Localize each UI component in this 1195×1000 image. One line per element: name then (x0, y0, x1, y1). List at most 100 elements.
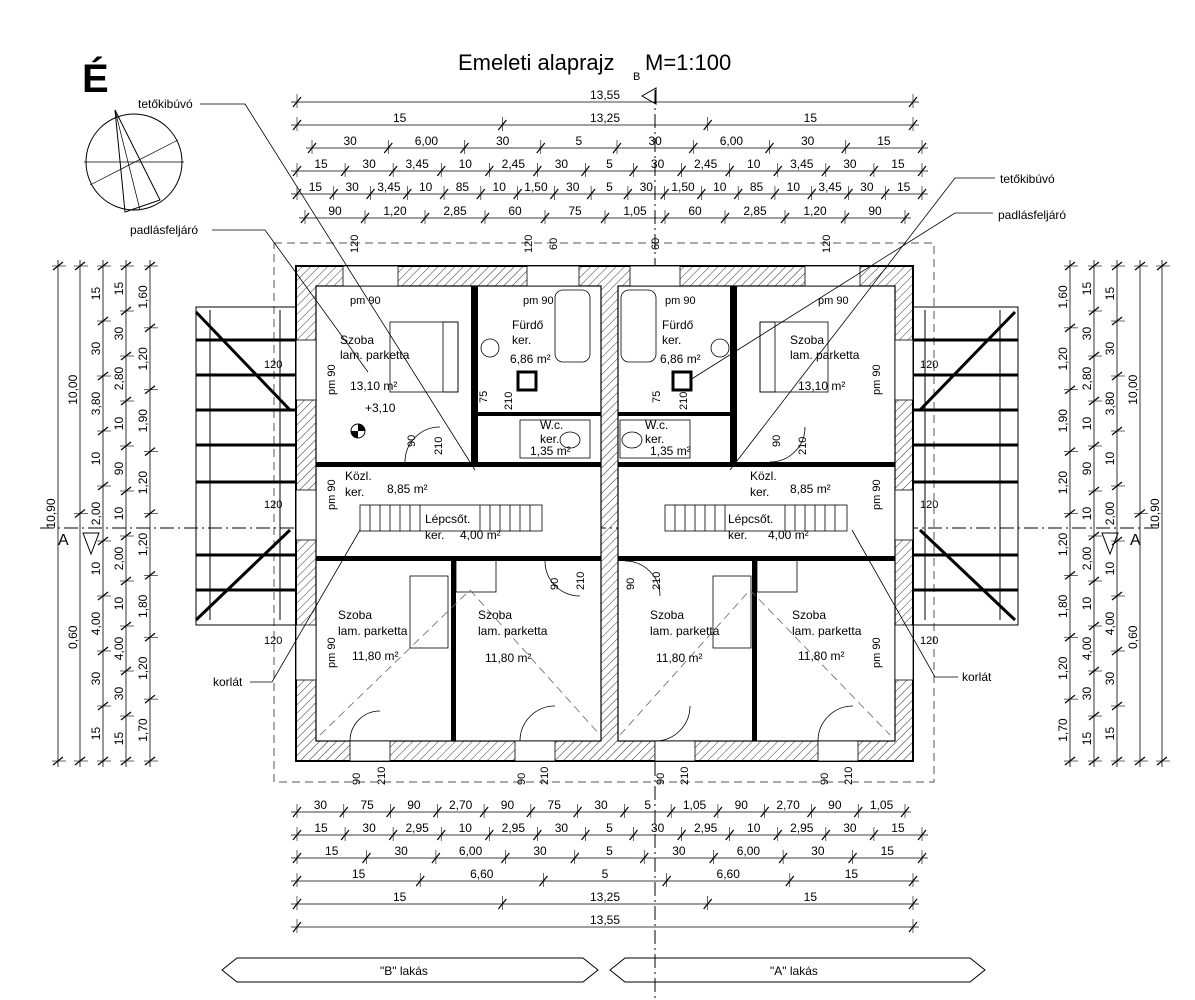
top-dim-6-label: 60 (688, 204, 702, 218)
top-dim-3-label: 30 (496, 134, 510, 148)
top-dim-3-label: 6,00 (415, 134, 439, 148)
bottom-dim-2-label: 10 (747, 821, 761, 835)
top-dim-5-label: 1,50 (524, 180, 548, 194)
bottom-dim-3-label: 30 (533, 844, 547, 858)
left-dim-outer-label: 10,90 (44, 498, 58, 528)
title-scale: M=1:100 (645, 50, 731, 75)
left-dim-2-label: 10,00 (66, 374, 80, 404)
room-a-wc: W.c. ker. 1,35 m² (645, 418, 691, 458)
room-b-bed3: Szoba lam. parketta 11,80 m² (478, 608, 548, 665)
bottom-dim-4-label: 6,60 (717, 867, 741, 881)
svg-text:210: 210 (797, 437, 809, 455)
room-b-wc: W.c. ker. 1,35 m² (530, 418, 571, 458)
svg-text:75: 75 (651, 391, 663, 403)
top-dim-4-label: 2,45 (694, 157, 718, 171)
right-dim-4-label: 30 (1080, 687, 1094, 701)
svg-text:11,80 m²: 11,80 m² (485, 651, 531, 665)
bottom-dim-5-label: 15 (804, 890, 818, 904)
top-dim-3-label: 30 (648, 134, 662, 148)
top-dim-6-label: 2,85 (443, 204, 467, 218)
left-dim-4-label: 4,00 (112, 636, 126, 660)
unit-label-a[interactable]: "A" lakás (609, 957, 986, 983)
svg-text:75: 75 (478, 391, 490, 403)
section-marker-left: A (58, 532, 100, 556)
bottom-dim-4-label: 6,60 (470, 867, 494, 881)
right-dim-5-label: 1,70 (1056, 718, 1070, 742)
right-dim-5-label: 1,20 (1056, 532, 1070, 556)
svg-text:90: 90 (516, 773, 528, 785)
right-dim-outer-label: 10,90 (1148, 498, 1162, 528)
top-dim-3-label: 6,00 (720, 134, 744, 148)
room-b-bath: Fürdő ker. 6,86 m² (510, 318, 551, 366)
svg-text:A: A (58, 532, 69, 549)
svg-text:lam. parketta: lam. parketta (790, 348, 860, 362)
left-dim-4-label: 15 (112, 282, 126, 296)
bottom-dim-2-label: 30 (843, 821, 857, 835)
left-dim-5-label: 1,70 (136, 718, 150, 742)
svg-text:11,80 m²: 11,80 m² (352, 649, 398, 663)
top-dim-5-label: 85 (456, 180, 470, 194)
top-dim-6-label: 60 (508, 204, 522, 218)
svg-text:ker.: ker. (645, 432, 664, 446)
svg-text:Közl.: Közl. (750, 469, 777, 483)
svg-text:lam. parketta: lam. parketta (340, 348, 410, 362)
room-a-stair: Lépcsőt. ker. 4,00 m² (728, 512, 809, 542)
top-dim-4-label: 10 (747, 157, 761, 171)
svg-text:ker.: ker. (425, 528, 444, 542)
svg-text:210: 210 (843, 767, 855, 785)
bottom-dim-3-label: 6,00 (737, 844, 761, 858)
callout-korlat-right: korlát (851, 529, 992, 684)
left-dim-4-label: 30 (112, 327, 126, 341)
left-dim-4-label: 10 (112, 597, 126, 611)
bottom-dim-1-label: 2,70 (776, 798, 800, 812)
bottom-dim-1-label: 90 (407, 798, 421, 812)
north-arrow: É (82, 56, 184, 213)
svg-text:120: 120 (920, 359, 938, 371)
top-dim-5-label: 15 (897, 180, 911, 194)
svg-text:120: 120 (821, 235, 833, 253)
left-dim-3-label: 15 (89, 727, 103, 741)
svg-text:ker.: ker. (540, 432, 559, 446)
top-dim-5-label: 3,45 (377, 180, 401, 194)
bottom-dim-3-label: 15 (881, 844, 895, 858)
axis-marker-top (640, 87, 657, 105)
svg-text:210: 210 (376, 767, 388, 785)
top-dim-4-label: 3,45 (406, 157, 430, 171)
bottom-dim-1-label: 75 (360, 798, 374, 812)
svg-text:210: 210 (651, 572, 663, 590)
svg-text:13,10 m²: 13,10 m² (798, 379, 845, 393)
svg-text:tetőkibúvó: tetőkibúvó (138, 97, 193, 111)
left-dim-4-label: 15 (112, 732, 126, 746)
room-a-bed1: Szoba lam. parketta 13,10 m² (790, 333, 860, 393)
right-dim-5-label: 1,20 (1056, 656, 1070, 680)
top-dim-4-label: 2,45 (502, 157, 526, 171)
svg-text:pm 90: pm 90 (326, 364, 338, 395)
top-dim-5-label: 30 (345, 180, 359, 194)
svg-text:Fürdő: Fürdő (512, 318, 544, 332)
bottom-dim-6-label: 13,55 (590, 913, 620, 927)
svg-text:pm 90: pm 90 (665, 295, 696, 307)
svg-text:90: 90 (655, 773, 667, 785)
callout-padlas-right: padlásfeljáró (689, 208, 1066, 381)
bottom-dim-1-label: 90 (501, 798, 515, 812)
top-dim-4-label: 15 (314, 157, 328, 171)
top-dim-5-label: 10 (787, 180, 801, 194)
right-dim-3-label: 2,00 (1103, 501, 1117, 525)
svg-text:90: 90 (351, 773, 363, 785)
unit-label-b[interactable]: "B" lakás (221, 957, 599, 983)
title-sub: B (633, 71, 640, 83)
top-dim-6-label: 2,85 (743, 204, 767, 218)
north-letter: É (82, 56, 109, 101)
bottom-dim-1-label: 1,05 (683, 798, 707, 812)
right-dim-3-label: 15 (1103, 287, 1117, 301)
right-dim-3-label: 30 (1103, 342, 1117, 356)
room-a-bed2: Szoba lam. parketta 11,80 m² (650, 608, 720, 665)
svg-text:tetőkibúvó: tetőkibúvó (1000, 172, 1055, 186)
bottom-dim-2-label: 2,95 (694, 821, 718, 835)
top-dim-5-label: 10 (493, 180, 507, 194)
right-dim-5-label: 1,90 (1056, 409, 1070, 433)
room-b-bed2: Szoba lam. parketta 11,80 m² (338, 608, 408, 663)
bottom-dim-4-label: 15 (845, 867, 859, 881)
